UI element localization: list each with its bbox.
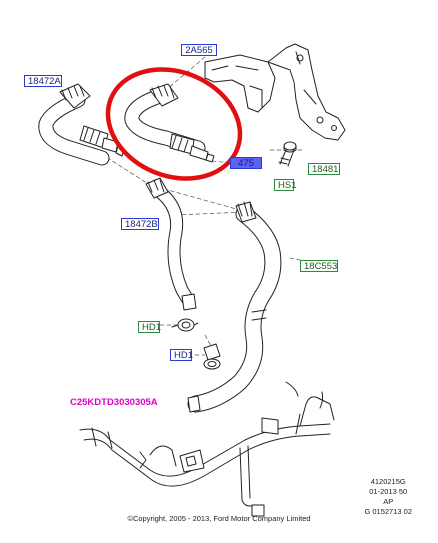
callout-2a565[interactable]: 2A565 (181, 44, 217, 56)
callout-hd1-lower[interactable]: HD1 (170, 349, 193, 361)
engine-tube-assembly (79, 381, 335, 517)
mounting-bracket (204, 43, 346, 141)
clip-hd1-upper (171, 318, 199, 332)
callout-18481[interactable]: 18481 (308, 163, 340, 175)
info-line-3: AP (383, 497, 394, 506)
hose-18c553 (187, 201, 282, 413)
info-line-4: G 0152713 02 (364, 507, 412, 516)
callout-18472b[interactable]: 18472B (121, 218, 159, 230)
info-line-2: 01-2013 50 (369, 487, 408, 496)
callout-hs1[interactable]: HS1 (274, 179, 296, 191)
clip-hd1-lower (203, 343, 221, 370)
hose-18472b (145, 177, 197, 311)
diagram-info-block: 4120215G 01-2013 50 AP G 0152713 02 (364, 477, 412, 517)
callout-18c553[interactable]: 18C553 (300, 260, 338, 272)
callout-hd1-upper[interactable]: HD1 (138, 321, 161, 333)
info-line-1: 4120215G (370, 477, 406, 486)
hose-18472a (38, 83, 125, 166)
copyright-text: ©Copyright, 2005 - 2013, Ford Motor Comp… (127, 514, 311, 523)
engine-code-label[interactable]: C25KDTD3030305A (70, 397, 158, 408)
callout-8475[interactable]: 475 (230, 157, 262, 169)
hose-8475 (124, 83, 215, 163)
bolt-hs1 (278, 141, 297, 167)
callout-18472a[interactable]: 18472A (24, 75, 62, 87)
highlight-ring (105, 67, 243, 181)
